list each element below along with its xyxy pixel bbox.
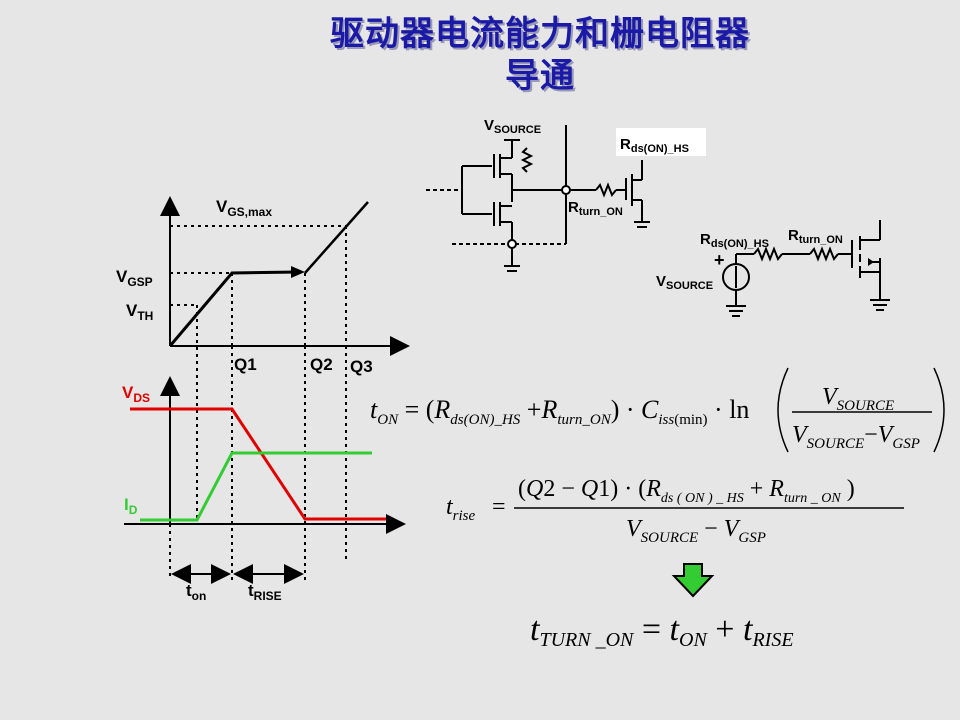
vth-label: VTH [126, 301, 153, 323]
q3-label: Q3 [350, 357, 373, 376]
ton-equation: tON = (Rds(ON)_HS +Rturn_ON) · Ciss(min)… [370, 367, 945, 453]
slide-title-line1: 驱动器电流能力和栅电阻器 [330, 14, 750, 54]
svg-text:VSOURCE: VSOURCE [822, 384, 894, 414]
tturn-equation: tTURN _ON = tON + tRISE [530, 611, 794, 651]
vgs-curve [168, 270, 299, 347]
trise-label: tRISE [248, 581, 282, 603]
vds-label: VDS [122, 383, 150, 405]
vsource-label-2: VSOURCE [656, 273, 713, 292]
q1-label: Q1 [234, 355, 257, 374]
svg-text:VSOURCE−VGSP: VSOURCE−VGSP [792, 422, 920, 452]
vgsp-label: VGSP [116, 267, 153, 289]
svg-text:tON = (Rds(ON)_HS +Rturn_ON) ·: tON = (Rds(ON)_HS +Rturn_ON) · Ciss(min)… [370, 395, 749, 428]
ton-label: ton [186, 581, 206, 603]
trise-equation: trise = (Q2 − Q1) · (Rds ( ON ) _ HS + R… [446, 476, 904, 546]
vsource-label-1: VSOURCE [484, 117, 541, 136]
output-node [561, 185, 571, 195]
vgs-plot [160, 196, 410, 356]
ground-node [507, 239, 517, 249]
driver-circuit [426, 125, 650, 272]
svg-text:(Q2 − Q1) · (Rds ( ON ) _ HS +: (Q2 − Q1) · (Rds ( ON ) _ HS + Rturn _ O… [518, 476, 855, 506]
rturn-label-2: Rturn_ON [788, 227, 843, 246]
vgs-curve-rise [304, 201, 369, 274]
equivalent-circuit [722, 220, 890, 317]
rturn-label-1: Rturn_ON [568, 199, 623, 218]
rds-label-2: Rds(ON)_HS [700, 231, 769, 250]
id-label: ID [124, 495, 138, 517]
vds-curve [130, 407, 386, 521]
svg-text:VSOURCE − VGSP: VSOURCE − VGSP [626, 516, 766, 546]
rds-label-box [616, 128, 706, 156]
svg-text:=: = [492, 494, 506, 520]
slide-title-line2: 导通 [505, 56, 575, 96]
down-arrow-icon [671, 563, 715, 598]
plus-sign: + [714, 250, 725, 270]
svg-text:trise: trise [446, 494, 476, 524]
vds-id-plot [124, 305, 406, 584]
q2-label: Q2 [310, 355, 333, 374]
rds-label-1: Rds(ON)_HS [620, 136, 689, 155]
vgsmax-label: VGS,max [216, 197, 272, 219]
id-curve [140, 451, 372, 522]
